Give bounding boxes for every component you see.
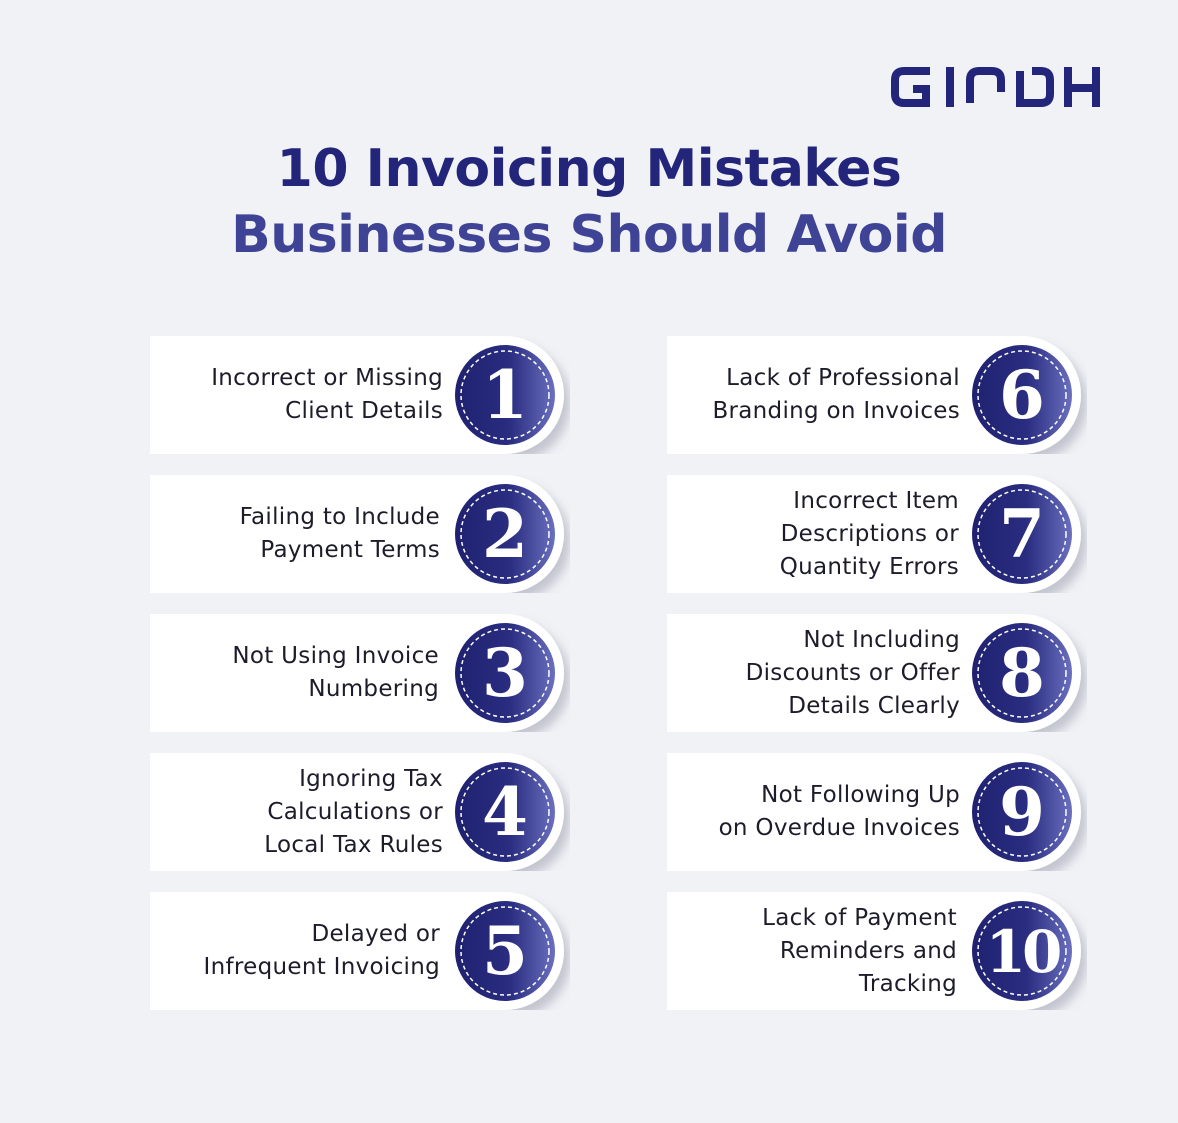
- item-text: Ignoring Tax Calculations or Local Tax R…: [264, 765, 443, 858]
- title-line-1: 10 Invoicing Mistakes: [276, 139, 902, 199]
- card-background: 9: [667, 753, 1081, 871]
- item-text: Lack of Payment Reminders and Tracking: [762, 904, 957, 997]
- list-item: 8 Not Including Discounts or Offer Detai…: [667, 614, 1087, 732]
- item-number: 5: [482, 912, 528, 990]
- list-item: 10 Lack of Payment Reminders and Trackin…: [667, 892, 1087, 1010]
- list-item: 6 Lack of Professional Branding on Invoi…: [667, 336, 1087, 454]
- list-item: 7 Incorrect Item Descriptions or Quantit…: [667, 475, 1087, 593]
- number-badge: [972, 484, 1072, 584]
- number-badge: [455, 484, 555, 584]
- item-text: Incorrect or Missing Client Details: [211, 365, 443, 424]
- title-line-2: Businesses Should Avoid: [231, 205, 947, 265]
- card-background: 6: [667, 336, 1081, 454]
- number-badge: [455, 345, 555, 445]
- item-number: 1: [482, 356, 528, 434]
- page-title: 10 Invoicing Mistakes Businesses Should …: [0, 136, 1178, 268]
- item-number: 10: [986, 918, 1060, 986]
- item-text: Incorrect Item Descriptions or Quantity …: [779, 487, 959, 580]
- card-background: 3: [150, 614, 564, 732]
- number-badge: [455, 623, 555, 723]
- number-badge: [455, 901, 555, 1001]
- card-background: 10: [667, 892, 1081, 1010]
- giddh-logo: [891, 67, 1100, 107]
- list-item: 4 Ignoring Tax Calculations or Local Tax…: [150, 753, 570, 871]
- item-number: 3: [482, 634, 528, 712]
- item-text: Not Following Up on Overdue Invoices: [718, 782, 960, 841]
- item-text: Delayed or Infrequent Invoicing: [203, 921, 440, 980]
- number-badge: [455, 762, 555, 862]
- list-item: 5 Delayed or Infrequent Invoicing: [150, 892, 570, 1010]
- card-background: 7: [667, 475, 1081, 593]
- number-badge: [972, 623, 1072, 723]
- item-text: Not Using Invoice Numbering: [232, 643, 439, 702]
- item-text: Not Including Discounts or Offer Details…: [745, 626, 960, 719]
- card-background: 5: [150, 892, 564, 1010]
- item-number: 7: [999, 495, 1045, 573]
- card-background: 1: [150, 336, 564, 454]
- item-number: 6: [999, 356, 1045, 434]
- item-text: Failing to Include Payment Terms: [239, 504, 440, 563]
- card-background: 4: [150, 753, 564, 871]
- card-background: 2: [150, 475, 564, 593]
- item-number: 9: [999, 773, 1045, 851]
- item-number: 4: [482, 773, 528, 851]
- item-number: 8: [999, 634, 1045, 712]
- list-item: 9 Not Following Up on Overdue Invoices: [667, 753, 1087, 871]
- item-text: Lack of Professional Branding on Invoice…: [712, 365, 960, 424]
- list-item: 1 Incorrect or Missing Client Details: [150, 336, 570, 454]
- list-item: 2 Failing to Include Payment Terms: [150, 475, 570, 593]
- number-badge: [972, 901, 1072, 1001]
- card-background: 8: [667, 614, 1081, 732]
- number-badge: [972, 762, 1072, 862]
- number-badge: [972, 345, 1072, 445]
- item-number: 2: [482, 495, 528, 573]
- list-item: 3 Not Using Invoice Numbering: [150, 614, 570, 732]
